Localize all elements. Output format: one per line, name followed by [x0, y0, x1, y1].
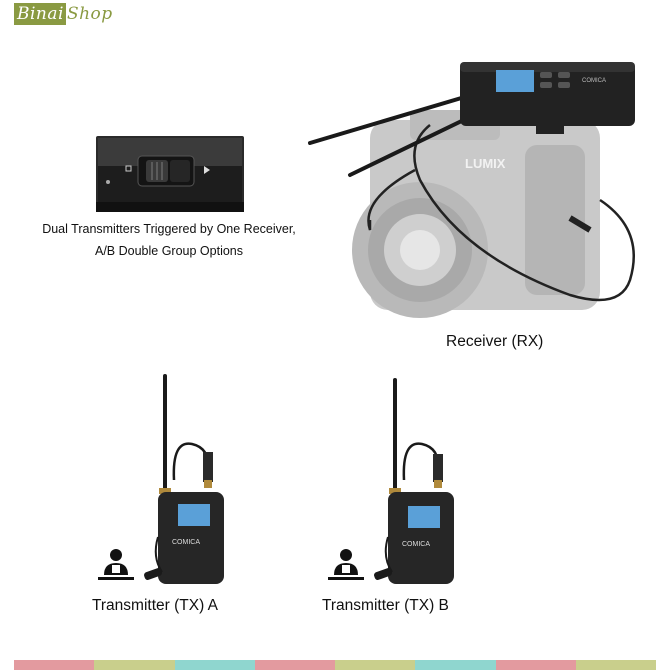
strip-segment	[575, 660, 656, 670]
camera-brand: LUMIX	[465, 156, 506, 171]
decorative-color-strip	[14, 660, 656, 670]
receiver-on-camera: LUMIX COMICA	[308, 62, 635, 318]
brand-logo-part1: Binai	[14, 3, 66, 25]
group-switch-closeup	[96, 136, 244, 212]
receiver-label: Receiver (RX)	[446, 333, 544, 350]
person-icon	[328, 549, 364, 580]
transmitter-a-device: COMICA	[98, 374, 224, 584]
receiver-brand: COMICA	[582, 78, 606, 84]
strip-segment	[335, 660, 416, 670]
strip-segment	[415, 660, 496, 670]
transmitter-a-label: Transmitter (TX) A	[92, 597, 219, 614]
strip-segment	[495, 660, 576, 670]
person-icon	[98, 549, 134, 580]
brand-logo-part2: Shop	[66, 4, 113, 24]
strip-segment	[14, 660, 95, 670]
feature-caption-line2: A/B Double Group Options	[95, 244, 243, 258]
strip-segment	[174, 660, 255, 670]
transmitter-b-brand: COMICA	[402, 541, 430, 548]
transmitter-b-label: Transmitter (TX) B	[322, 597, 449, 614]
transmitter-b-device: COMICA	[328, 378, 454, 584]
strip-segment	[94, 660, 175, 670]
transmitter-a-brand: COMICA	[172, 539, 200, 546]
feature-caption-line1: Dual Transmitters Triggered by One Recei…	[42, 222, 296, 236]
strip-segment	[254, 660, 335, 670]
